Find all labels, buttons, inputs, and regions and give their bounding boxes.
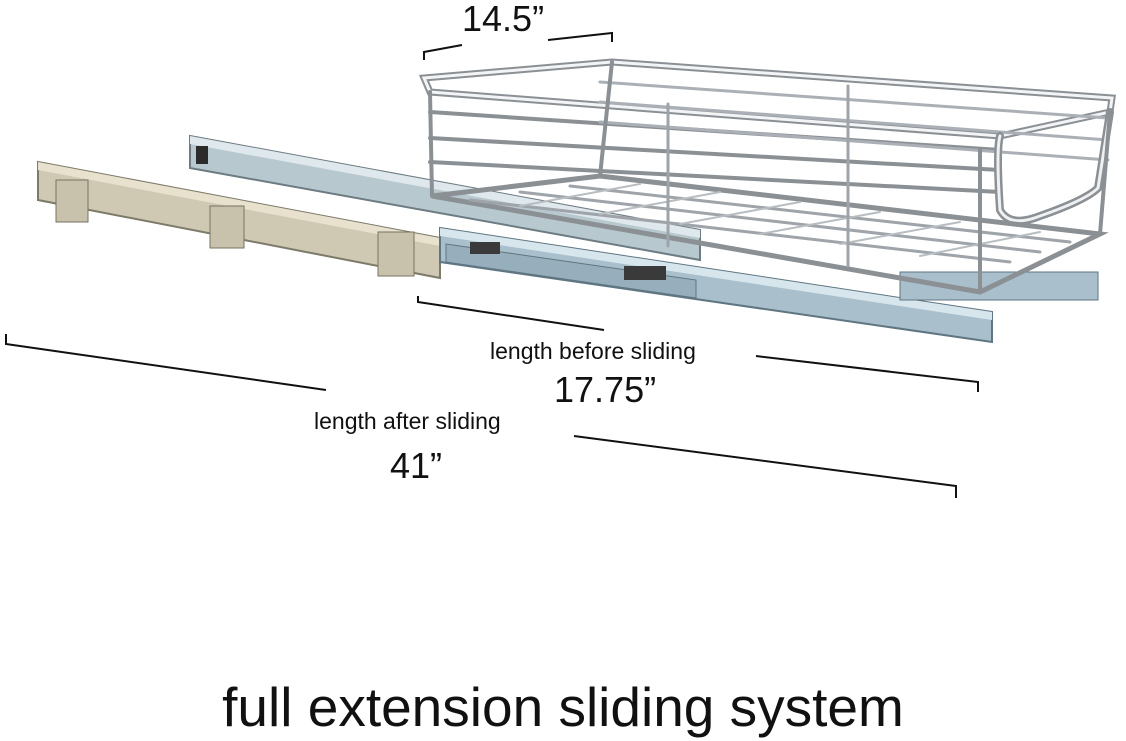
width-dimension-line — [423, 31, 613, 60]
caption-title: full extension sliding system — [222, 676, 904, 738]
before-sliding-value: 17.75” — [554, 369, 657, 410]
width-value: 14.5” — [462, 0, 545, 39]
after-sliding-value: 41” — [390, 445, 443, 486]
after-sliding-label: length after sliding — [314, 408, 501, 434]
after-sliding-dimension-line — [5, 334, 957, 498]
wire-basket — [418, 58, 1116, 295]
before-sliding-dimension-line — [417, 296, 979, 392]
before-sliding-label: length before sliding — [490, 338, 696, 364]
front-slide-rail — [439, 226, 1099, 344]
extended-slide-rail — [37, 160, 441, 280]
